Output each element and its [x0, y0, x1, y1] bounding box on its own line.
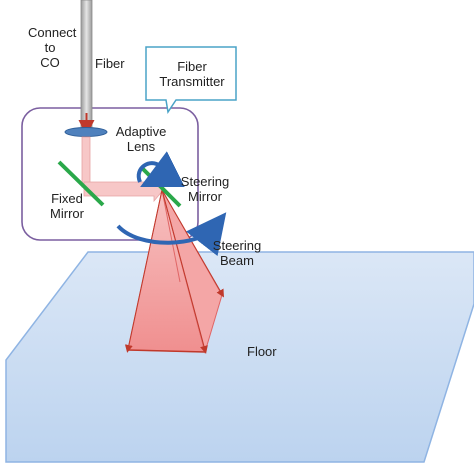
beam-rotation-arrow — [116, 212, 227, 257]
floor-label: Floor — [247, 344, 277, 359]
beam-ray-center — [161, 189, 208, 354]
adaptive-lens — [64, 127, 108, 137]
fixed-mirror — [57, 160, 105, 207]
fiber-label: Fiber — [95, 56, 125, 71]
beam-footprint-edge — [127, 349, 206, 353]
fiber-transmitter-callout — [145, 46, 237, 114]
steering-beam-edge — [161, 189, 181, 283]
steering-beam-label: Steering Beam — [212, 238, 262, 268]
mirror-rotation-arrow-top — [136, 151, 185, 187]
steering-mirror-label: Steering Mirror — [180, 174, 230, 204]
adaptive-lens-label: Adaptive Lens — [115, 124, 167, 154]
fiber-transmitter-label: Fiber Transmitter — [159, 59, 225, 89]
floor-plane — [5, 251, 474, 463]
beam-ray-left — [124, 189, 163, 353]
connect-to-co-label: Connect to CO — [28, 25, 77, 70]
transmitter-box — [21, 107, 199, 241]
beam-vertical-path — [81, 136, 91, 188]
fiber-cable — [80, 0, 93, 129]
fixed-mirror-label: Fixed Mirror — [50, 191, 84, 221]
